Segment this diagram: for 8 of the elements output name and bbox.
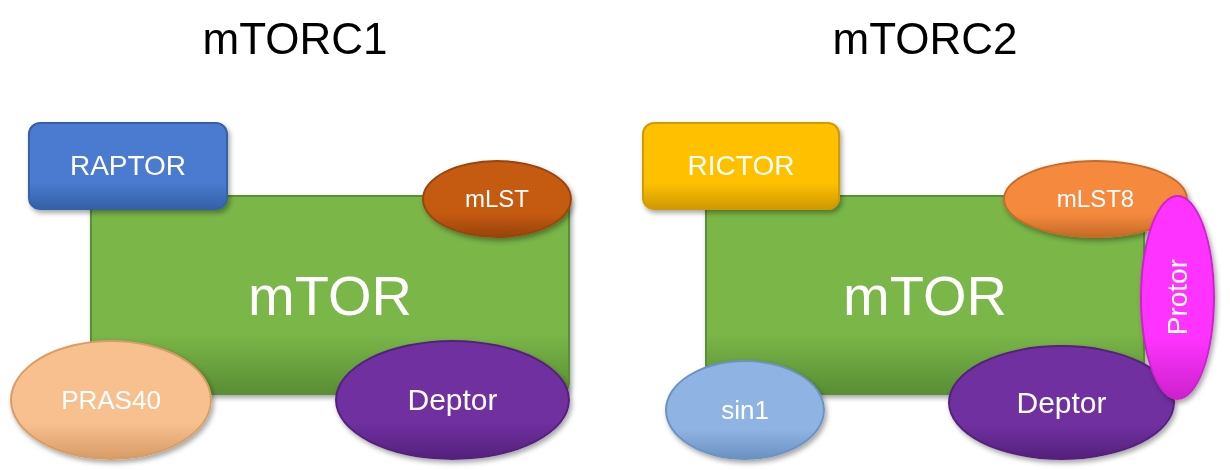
protein-ellipse: Protor [1140, 195, 1215, 400]
protein-ellipse: mLST [422, 160, 572, 238]
protein-box: RAPTOR [28, 122, 228, 210]
protein-ellipse: sin1 [665, 360, 825, 460]
protein-ellipse: PRAS40 [10, 340, 212, 460]
protein-box: RICTOR [642, 122, 840, 210]
complex-title: mTORC2 [832, 14, 1018, 64]
complex-title: mTORC1 [202, 14, 388, 64]
